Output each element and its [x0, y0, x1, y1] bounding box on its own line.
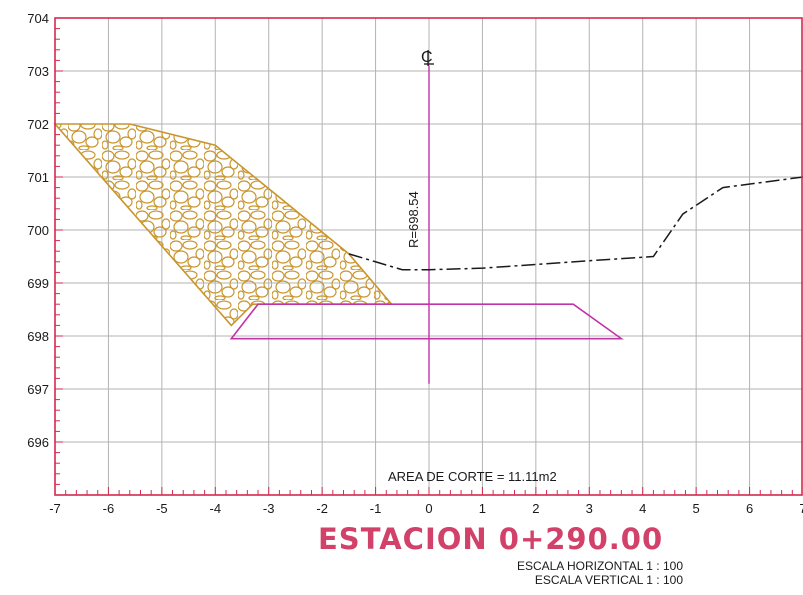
x-axis-tick-labels: -7 -6 -5 -4 -3 -2 -1 0 1 2 3 4 5 6 7	[49, 501, 803, 516]
area-de-corte-label: AREA DE CORTE = 11.11m2	[388, 469, 557, 484]
x-tick-label: -5	[156, 501, 168, 516]
x-tick-label: -4	[210, 501, 222, 516]
x-tick-label: 0	[425, 501, 432, 516]
x-tick-label: 3	[586, 501, 593, 516]
y-tick-label: 699	[27, 276, 49, 291]
y-tick-label: 703	[27, 64, 49, 79]
x-tick-label: -1	[370, 501, 382, 516]
axis-minor-ticks	[54, 28, 793, 496]
frame-border	[54, 17, 803, 496]
station-title: ESTACION 0+290.00	[318, 522, 663, 556]
x-tick-label: 6	[746, 501, 753, 516]
template-outline	[229, 303, 624, 340]
y-tick-label: 696	[27, 435, 49, 450]
road-template	[229, 65, 624, 384]
rock-fill-polygon	[53, 123, 394, 327]
y-tick-label: 704	[27, 11, 49, 26]
x-tick-label: 1	[479, 501, 486, 516]
y-tick-label: 700	[27, 223, 49, 238]
scale-horizontal-label: ESCALA HORIZONTAL 1 : 100	[517, 559, 683, 573]
terrain-profile	[348, 176, 803, 271]
y-axis-tick-labels: 704 703 702 701 700 699 698 697 696	[27, 11, 49, 450]
y-tick-label: 702	[27, 117, 49, 132]
x-tick-label: -2	[316, 501, 328, 516]
x-tick-label: 7	[799, 501, 803, 516]
centerline-symbol: C	[421, 49, 434, 66]
x-tick-label: 5	[693, 501, 700, 516]
y-tick-label: 697	[27, 382, 49, 397]
rock-fill-area	[53, 123, 394, 327]
x-tick-label: -6	[103, 501, 115, 516]
x-tick-label: -7	[49, 501, 61, 516]
x-tick-label: 4	[639, 501, 646, 516]
x-tick-label: 2	[532, 501, 539, 516]
x-tick-label: -3	[263, 501, 275, 516]
scale-vertical-label: ESCALA VERTICAL 1 : 100	[535, 573, 683, 587]
terrain-line	[348, 176, 803, 271]
plot-frame	[54, 17, 803, 496]
y-tick-label: 698	[27, 329, 49, 344]
y-tick-label: 701	[27, 170, 49, 185]
rasante-label: R=698.54	[406, 191, 421, 248]
svg-text:C: C	[421, 49, 433, 66]
